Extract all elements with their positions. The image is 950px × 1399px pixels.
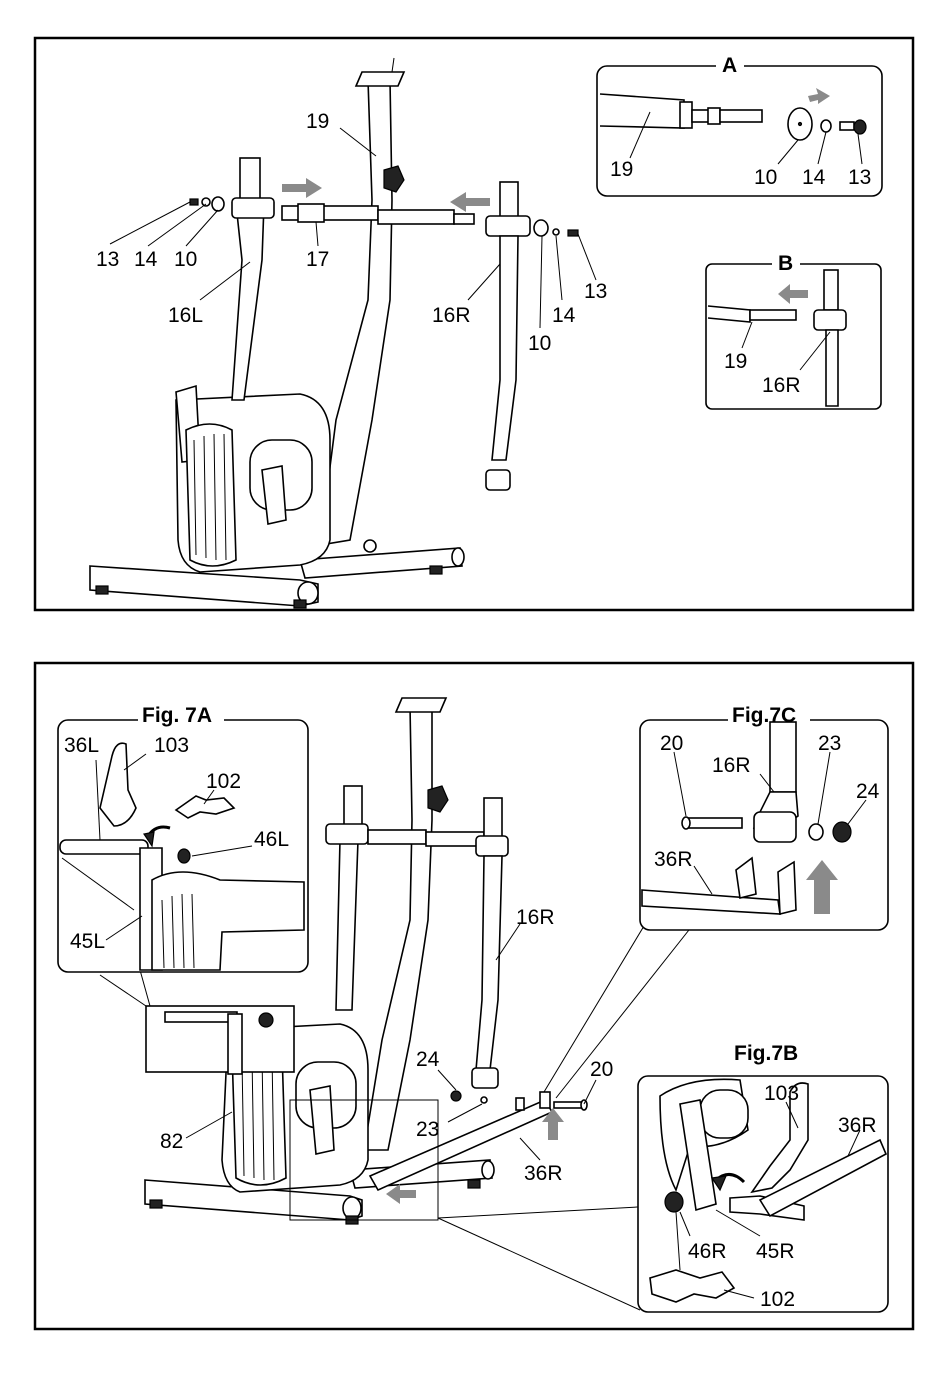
fig7a-label-36L: 36L	[64, 734, 99, 757]
fig7b-label-45R: 45R	[756, 1240, 795, 1263]
label-10-left: 10	[174, 248, 197, 271]
fig-7c-inset: Fig.7C 20 16R 23 24 36R	[640, 704, 888, 930]
fig7c-label-36R: 36R	[654, 848, 693, 871]
fig7a-label-102: 102	[206, 770, 241, 793]
inset-b-title: B	[778, 252, 793, 275]
label-14-left: 14	[134, 248, 158, 271]
label-20-bottom: 20	[590, 1058, 613, 1081]
inset-a-label-10: 10	[754, 166, 777, 189]
label-36R-bottom: 36R	[524, 1162, 563, 1185]
label-17: 17	[306, 248, 329, 271]
inset-b-label-19: 19	[724, 350, 747, 373]
bottom-panel: 16R 24 23 20 36R 82 Fig. 7A 36L	[35, 663, 913, 1329]
label-13-left: 13	[96, 248, 119, 271]
fig7a-label-45L: 45L	[70, 930, 105, 953]
label-16R-bottom: 16R	[516, 906, 555, 929]
top-panel: 13 14 10 17 16L 19 16R 10 14 13 A	[35, 38, 913, 610]
fig-7a-inset: Fig. 7A 36L 103 102 46L 45L	[58, 704, 308, 972]
fig7a-label-103: 103	[154, 734, 189, 757]
inset-a-label-13: 13	[848, 166, 871, 189]
fig7b-label-36R: 36R	[838, 1114, 877, 1137]
label-19: 19	[306, 110, 329, 133]
inset-a-label-19: 19	[610, 158, 633, 181]
label-82: 82	[160, 1130, 183, 1153]
inset-a: A 19 10 14 13	[597, 54, 882, 196]
fig7c-label-23: 23	[818, 732, 841, 755]
inset-a-title: A	[722, 54, 737, 77]
inset-b: B 19 16R	[706, 252, 881, 409]
fig7b-label-46R: 46R	[688, 1240, 727, 1263]
label-13-right: 13	[584, 280, 607, 303]
label-16L: 16L	[168, 304, 203, 327]
inset-b-label-16R: 16R	[762, 374, 801, 397]
fig7a-label-46L: 46L	[254, 828, 289, 851]
fig7c-label-16R: 16R	[712, 754, 751, 777]
label-23-bottom: 23	[416, 1118, 439, 1141]
fig7c-label-20: 20	[660, 732, 683, 755]
label-14-right: 14	[552, 304, 576, 327]
fig7b-label-103: 103	[764, 1082, 799, 1105]
fig7b-label-102: 102	[760, 1288, 795, 1311]
flywheel-housing	[176, 386, 330, 572]
fig7b-title: Fig.7B	[734, 1042, 798, 1065]
fig7a-title: Fig. 7A	[142, 704, 212, 727]
fig-7b-inset: Fig.7B 103 36R 46R 45R 102	[638, 1040, 888, 1312]
fig7c-label-24: 24	[856, 780, 880, 803]
label-24-bottom: 24	[416, 1048, 440, 1071]
label-16R: 16R	[432, 304, 471, 327]
label-10-right: 10	[528, 332, 551, 355]
inset-a-label-14: 14	[802, 166, 826, 189]
